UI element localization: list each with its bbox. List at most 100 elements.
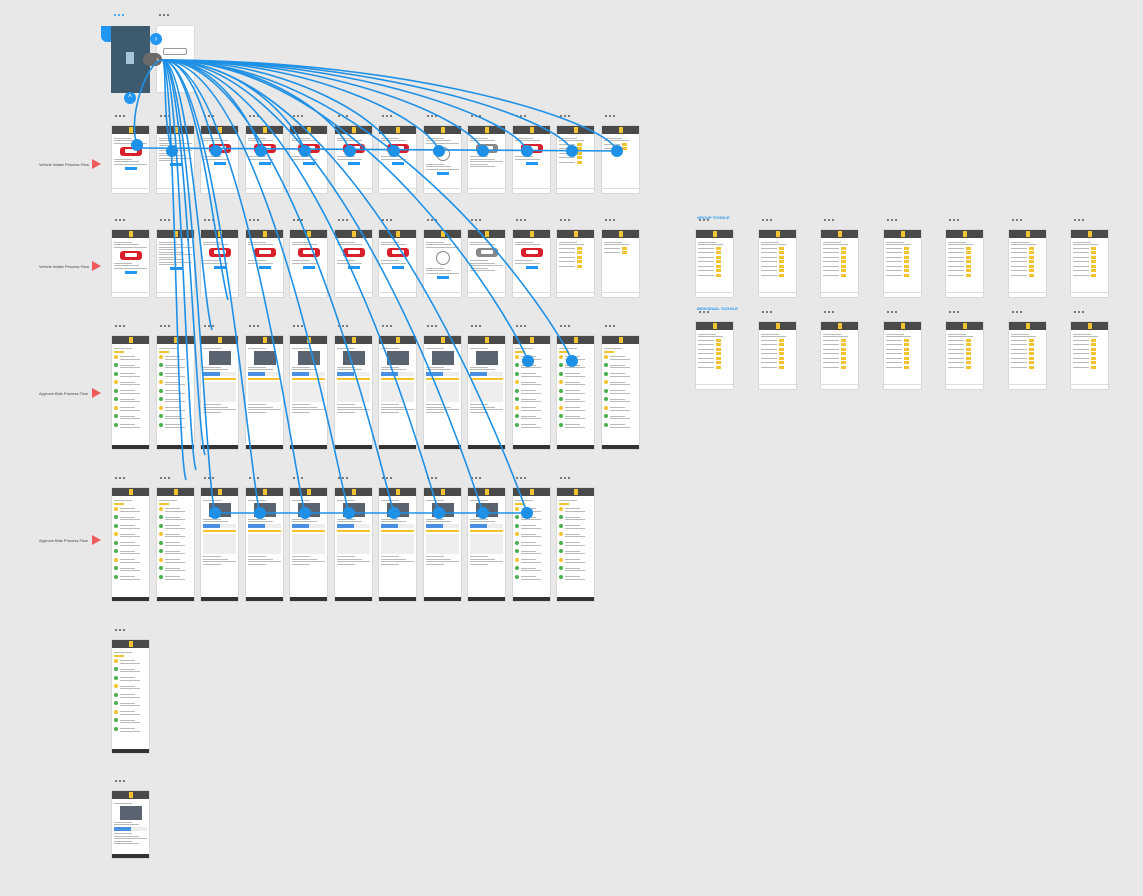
artboard-menu-dots[interactable] xyxy=(427,324,439,328)
screen-artboard[interactable] xyxy=(201,336,238,449)
artboard-menu-dots[interactable] xyxy=(160,114,172,118)
artboard-menu-dots[interactable] xyxy=(560,324,572,328)
screen-artboard[interactable] xyxy=(157,336,194,449)
toggle-artboard[interactable] xyxy=(1071,230,1108,297)
artboard-menu-dots[interactable] xyxy=(114,13,126,17)
artboard-menu-dots[interactable] xyxy=(382,218,394,222)
artboard-menu-dots[interactable] xyxy=(560,476,572,480)
screen-artboard[interactable] xyxy=(379,230,416,297)
artboard-menu-dots[interactable] xyxy=(824,218,836,222)
artboard-menu-dots[interactable] xyxy=(293,218,305,222)
screen-artboard[interactable] xyxy=(246,230,283,297)
artboard-menu-dots[interactable] xyxy=(427,114,439,118)
screen-artboard[interactable] xyxy=(379,126,416,193)
artboard-menu-dots[interactable] xyxy=(762,218,774,222)
screen-artboard[interactable] xyxy=(468,336,505,449)
artboard-menu-dots[interactable] xyxy=(115,218,127,222)
artboard-menu-dots[interactable] xyxy=(699,310,711,314)
screen-artboard[interactable] xyxy=(157,126,194,193)
screen-artboard[interactable] xyxy=(379,336,416,449)
artboard-menu-dots[interactable] xyxy=(1074,218,1086,222)
connector-handle[interactable]: › xyxy=(143,53,162,66)
screen-artboard[interactable] xyxy=(112,791,149,858)
screen-artboard[interactable] xyxy=(424,488,461,601)
artboard-menu-dots[interactable] xyxy=(382,476,394,480)
artboard-menu-dots[interactable] xyxy=(382,324,394,328)
screen-artboard[interactable] xyxy=(468,488,505,601)
artboard-menu-dots[interactable] xyxy=(471,324,483,328)
screen-artboard[interactable] xyxy=(246,336,283,449)
artboard-menu-dots[interactable] xyxy=(115,476,127,480)
artboard-menu-dots[interactable] xyxy=(887,218,899,222)
flow-start-marker[interactable] xyxy=(92,388,101,398)
toggle-artboard[interactable] xyxy=(1009,322,1046,389)
screen-artboard[interactable] xyxy=(157,230,194,297)
chevron-right-icon[interactable]: › xyxy=(150,33,162,45)
screen-artboard[interactable] xyxy=(379,488,416,601)
screen-artboard[interactable] xyxy=(602,126,639,193)
artboard-menu-dots[interactable] xyxy=(762,310,774,314)
screen-artboard[interactable] xyxy=(290,230,327,297)
screen-artboard[interactable] xyxy=(557,488,594,601)
artboard-menu-dots[interactable] xyxy=(160,324,172,328)
artboard-menu-dots[interactable] xyxy=(115,628,127,632)
screen-artboard[interactable] xyxy=(335,336,372,449)
flow-start-marker[interactable] xyxy=(92,261,101,271)
artboard-menu-dots[interactable] xyxy=(605,114,617,118)
flow-start-marker[interactable] xyxy=(92,159,101,169)
screen-artboard[interactable] xyxy=(513,488,550,601)
screen-artboard[interactable] xyxy=(557,230,594,297)
artboard-menu-dots[interactable] xyxy=(338,114,350,118)
toggle-artboard[interactable] xyxy=(759,322,796,389)
artboard-menu-dots[interactable] xyxy=(516,476,528,480)
launch-artboard[interactable] xyxy=(157,26,194,92)
artboard-menu-dots[interactable] xyxy=(204,218,216,222)
artboard-menu-dots[interactable] xyxy=(160,476,172,480)
screen-artboard[interactable] xyxy=(201,230,238,297)
home-flow-tab[interactable] xyxy=(101,26,113,42)
artboard-menu-dots[interactable] xyxy=(1012,218,1024,222)
artboard-menu-dots[interactable] xyxy=(427,476,439,480)
screen-artboard[interactable] xyxy=(112,640,149,753)
artboard-menu-dots[interactable] xyxy=(382,114,394,118)
screen-artboard[interactable] xyxy=(424,126,461,193)
screen-artboard[interactable] xyxy=(468,230,505,297)
artboard-menu-dots[interactable] xyxy=(605,324,617,328)
toggle-artboard[interactable] xyxy=(946,230,983,297)
artboard-menu-dots[interactable] xyxy=(249,114,261,118)
artboard-menu-dots[interactable] xyxy=(204,476,216,480)
artboard-menu-dots[interactable] xyxy=(204,324,216,328)
screen-artboard[interactable] xyxy=(290,488,327,601)
screen-artboard[interactable] xyxy=(424,336,461,449)
screen-artboard[interactable] xyxy=(602,230,639,297)
artboard-menu-dots[interactable] xyxy=(887,310,899,314)
artboard-menu-dots[interactable] xyxy=(160,218,172,222)
screen-artboard[interactable] xyxy=(112,126,149,193)
prototype-link[interactable] xyxy=(161,59,573,362)
screen-artboard[interactable] xyxy=(335,230,372,297)
artboard-menu-dots[interactable] xyxy=(293,324,305,328)
screen-artboard[interactable] xyxy=(290,336,327,449)
screen-artboard[interactable] xyxy=(246,488,283,601)
artboard-menu-dots[interactable] xyxy=(338,476,350,480)
artboard-menu-dots[interactable] xyxy=(560,114,572,118)
artboard-menu-dots[interactable] xyxy=(699,218,711,222)
artboard-menu-dots[interactable] xyxy=(516,218,528,222)
toggle-artboard[interactable] xyxy=(1009,230,1046,297)
screen-artboard[interactable] xyxy=(335,488,372,601)
artboard-menu-dots[interactable] xyxy=(115,114,127,118)
screen-artboard[interactable] xyxy=(112,336,149,449)
artboard-menu-dots[interactable] xyxy=(293,114,305,118)
artboard-menu-dots[interactable] xyxy=(471,476,483,480)
artboard-menu-dots[interactable] xyxy=(338,324,350,328)
screen-artboard[interactable] xyxy=(513,336,550,449)
screen-artboard[interactable] xyxy=(557,126,594,193)
artboard-menu-dots[interactable] xyxy=(159,13,171,17)
screen-artboard[interactable] xyxy=(112,230,149,297)
toggle-artboard[interactable] xyxy=(1071,322,1108,389)
toggle-artboard[interactable] xyxy=(696,230,733,297)
artboard-menu-dots[interactable] xyxy=(471,218,483,222)
screen-artboard[interactable] xyxy=(335,126,372,193)
artboard-menu-dots[interactable] xyxy=(824,310,836,314)
artboard-menu-dots[interactable] xyxy=(1074,310,1086,314)
